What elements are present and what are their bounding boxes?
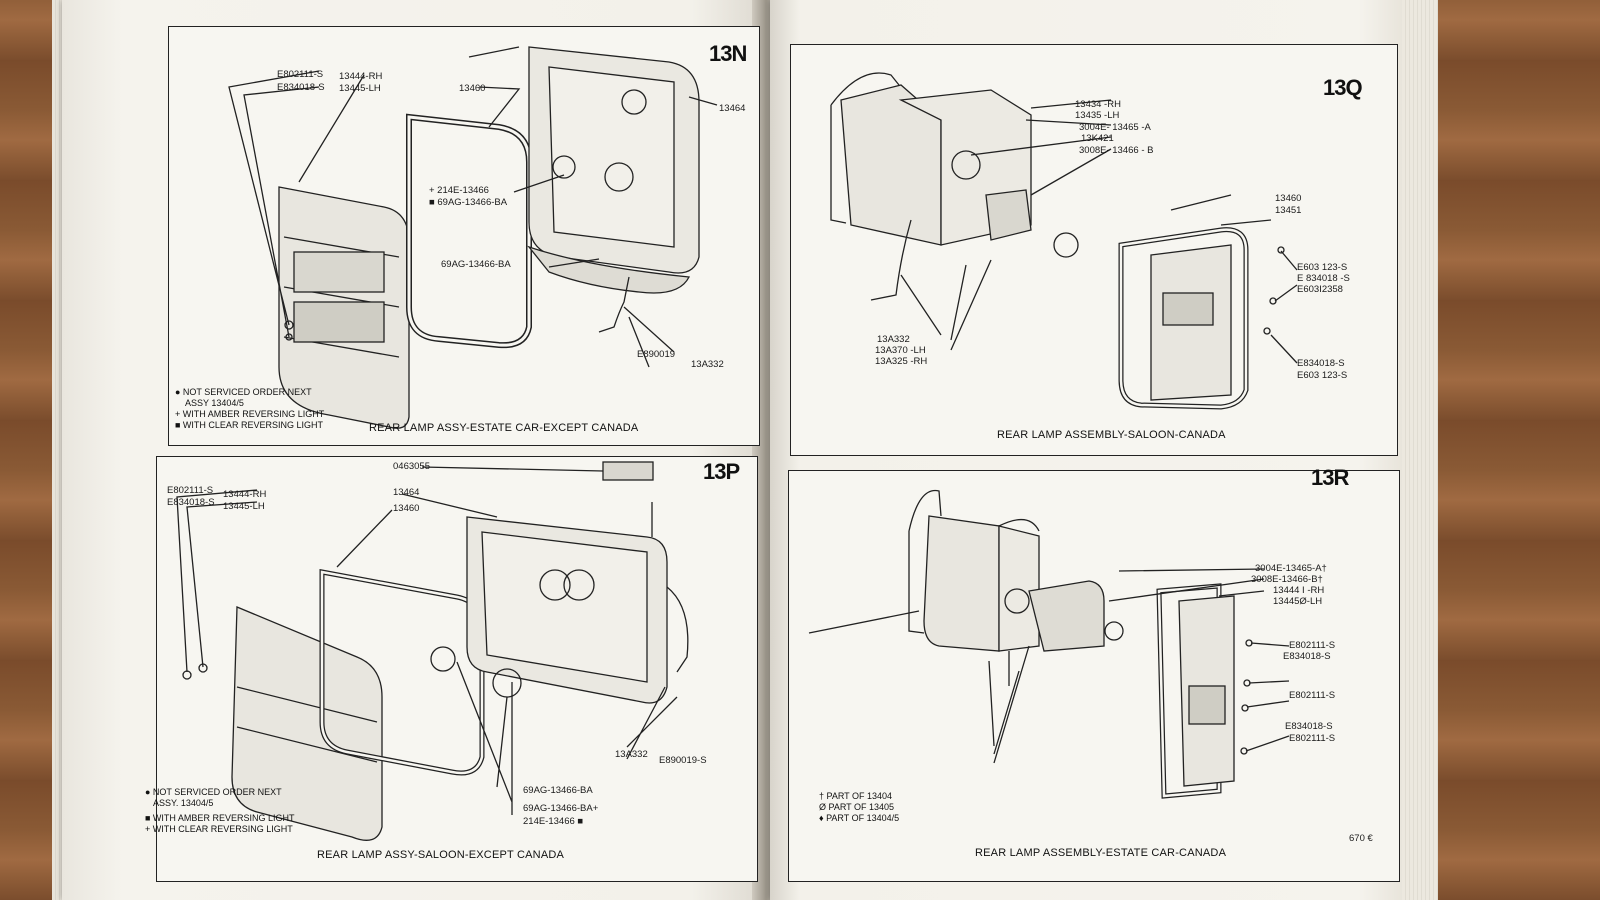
part-label: E834018-S [167, 497, 215, 508]
part-label: 13460 [393, 503, 420, 514]
note-line: ● NOT SERVICED ORDER NEXT [175, 387, 312, 397]
panel-caption: REAR LAMP ASSY-SALOON-EXCEPT CANADA [317, 849, 565, 861]
page-number: 670 € [1349, 833, 1373, 844]
part-label: E834018-S [1283, 651, 1331, 662]
panel-13p: 13P 0463055 E802111-S E834018-S 13444-RH… [145, 456, 758, 882]
part-label: 3004E-13465-A† [1255, 563, 1327, 574]
panel-13r: 13R 3004E-13465-A† 3008E-13466-B† 13444 … [788, 465, 1400, 882]
part-label: E603I2358 [1297, 284, 1343, 295]
part-label: 13444 I -RH [1273, 585, 1325, 596]
note-line: Ø PART OF 13405 [819, 802, 895, 812]
panel-caption: REAR LAMP ASSEMBLY-ESTATE CAR-CANADA [975, 847, 1227, 859]
note-line: ■ WITH CLEAR REVERSING LIGHT [175, 420, 323, 430]
part-label: E 834018 -S [1297, 273, 1350, 284]
part-label: ■ 69AG-13466-BA [429, 197, 508, 208]
part-label: 69AG-13466-BA [441, 259, 511, 270]
rear-lamp-estate-canada-illustration [808, 489, 1290, 799]
part-label: 13K421 [1081, 133, 1114, 144]
part-label: 13464 [719, 103, 746, 114]
part-label: 69AG-13466-BA+ [523, 803, 599, 814]
right-page-edges [1402, 0, 1438, 900]
panel-id: 13N [709, 41, 747, 66]
note-line: ASSY 13404/5 [185, 398, 244, 408]
note-line: ● NOT SERVICED ORDER NEXT [145, 787, 282, 797]
panel-caption: REAR LAMP ASSY-ESTATE CAR-EXCEPT CANADA [369, 422, 639, 434]
part-label: E890019 [637, 349, 676, 360]
part-label: 69AG-13466-BA [523, 785, 593, 796]
part-label: E802111-S [1289, 640, 1336, 651]
part-label: 13444-RH [339, 71, 383, 82]
part-label: 13445-LH [339, 83, 381, 94]
note-line: ASSY. 13404/5 [153, 798, 214, 808]
part-label: 0463055 [393, 461, 430, 472]
rear-lamp-estate-illustration [228, 46, 718, 429]
part-label: E890019-S [659, 755, 707, 766]
part-label: E802111-S [1289, 690, 1336, 701]
part-label: 13435 -LH [1075, 110, 1120, 121]
panel-caption: REAR LAMP ASSEMBLY-SALOON-CANADA [997, 429, 1226, 441]
note-line: ■ WITH AMBER REVERSING LIGHT [145, 813, 295, 823]
part-label: E802111-S [167, 485, 214, 496]
part-label: 13444-RH [223, 489, 267, 500]
part-label: 3008E- 13466 - B [1079, 145, 1154, 156]
note-line: + WITH AMBER REVERSING LIGHT [175, 409, 325, 419]
part-label: 3008E-13466-B† [1251, 574, 1323, 585]
part-label: + 214E-13466 [429, 185, 489, 196]
part-label: E834018-S [277, 82, 325, 93]
rear-lamp-saloon-illustration [176, 461, 689, 841]
part-label: E603 123-S [1297, 370, 1348, 381]
panel-13q: 13Q 13434 -RH 13435 -LH 3004E- 13465 -A … [790, 44, 1398, 456]
note-line: + WITH CLEAR REVERSING LIGHT [145, 824, 293, 834]
part-label: 3004E- 13465 -A [1079, 122, 1151, 133]
part-label: E802111-S [1289, 733, 1336, 744]
part-label: 13460 [459, 83, 486, 94]
panel-13n: 13N E802111-S E834018-S 13444-RH 13445-L… [168, 26, 760, 446]
part-label: 13434 -RH [1075, 99, 1121, 110]
panel-id: 13P [703, 459, 740, 484]
part-label: 13464 [393, 487, 420, 498]
panel-id: 13Q [1323, 75, 1363, 100]
rear-lamp-saloon-canada-illustration [830, 72, 1298, 410]
part-label: 13460 [1275, 193, 1302, 204]
part-label: 13A332 [615, 749, 648, 760]
part-label: 13445-LH [223, 501, 265, 512]
part-label: 13A332 [877, 334, 910, 345]
part-label: 13A332 [691, 359, 724, 370]
part-label: E834018-S [1297, 358, 1345, 369]
part-label: 13445Ø-LH [1273, 596, 1323, 607]
note-line: ♦ PART OF 13404/5 [819, 813, 900, 823]
part-label: E603 123-S [1297, 262, 1348, 273]
part-label: 13451 [1275, 205, 1302, 216]
part-label: E834018-S [1285, 721, 1333, 732]
part-label: 13A370 -LH [875, 345, 926, 356]
part-label: 214E-13466 ■ [523, 816, 584, 827]
part-label: 13A325 -RH [875, 356, 928, 367]
note-line: † PART OF 13404 [819, 791, 893, 801]
panel-id: 13R [1311, 465, 1349, 490]
part-label: E802111-S [277, 69, 324, 80]
